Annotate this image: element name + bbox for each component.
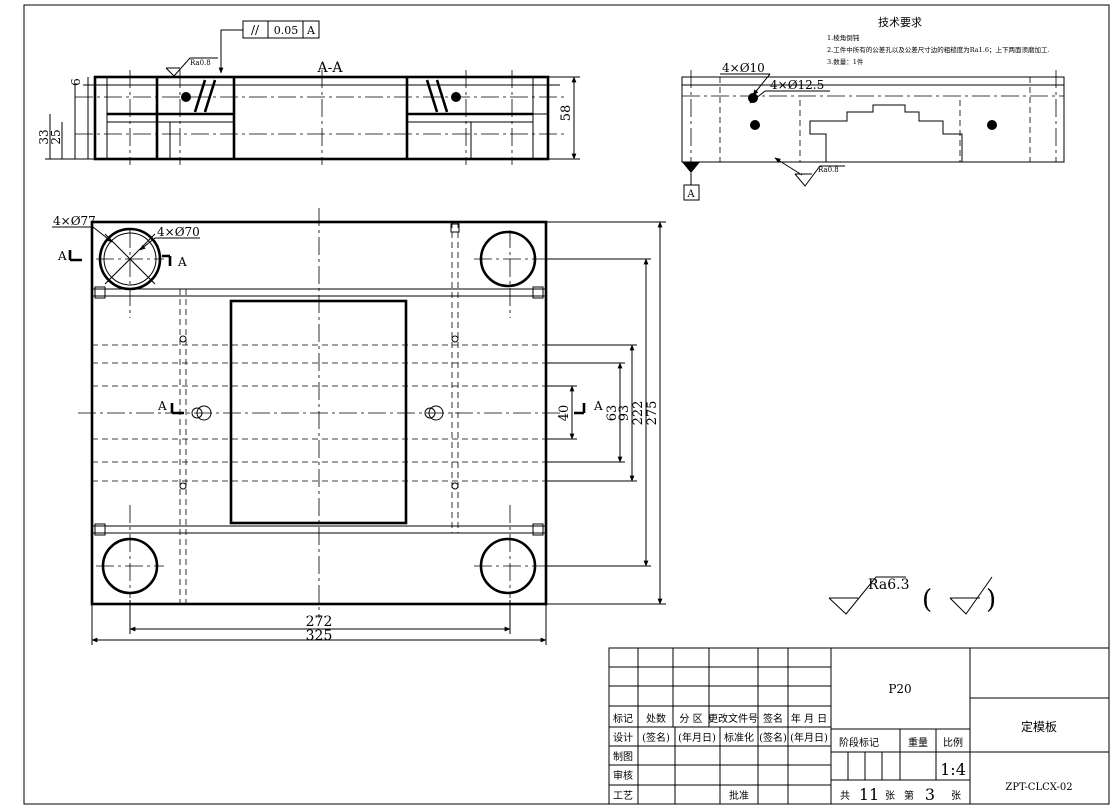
svg-text:处数: 处数 bbox=[646, 712, 666, 725]
parallelism-tolerance-frame: // 0.05 A bbox=[218, 20, 320, 74]
svg-text:(年月日): (年月日) bbox=[678, 731, 716, 744]
svg-text:阶段标记: 阶段标记 bbox=[839, 736, 879, 749]
svg-text:重量: 重量 bbox=[908, 736, 928, 749]
hole-callout-70: 4×Ø70 bbox=[157, 225, 200, 239]
svg-text:分 区: 分 区 bbox=[679, 713, 702, 725]
section-cut-marks: A A A A bbox=[57, 249, 603, 415]
scale-value: 1:4 bbox=[940, 760, 966, 779]
tech-req-item: 2.工件中所有的公差孔以及公差尺寸边的粗糙度为Ra1.6；上下两面须磨加工. bbox=[827, 45, 1050, 54]
svg-text:标准化: 标准化 bbox=[724, 731, 754, 744]
svg-text:A: A bbox=[593, 399, 603, 413]
hole-callout-77: 4×Ø77 bbox=[53, 214, 96, 228]
datum-a-marker: A bbox=[682, 162, 700, 201]
svg-text:40: 40 bbox=[557, 405, 572, 422]
svg-text:审核: 审核 bbox=[613, 769, 633, 782]
svg-text:批准: 批准 bbox=[729, 789, 749, 802]
svg-text:25: 25 bbox=[49, 129, 63, 144]
svg-text:): ) bbox=[986, 585, 996, 615]
svg-text:标记: 标记 bbox=[613, 713, 633, 725]
svg-text:0.05: 0.05 bbox=[274, 24, 299, 37]
tech-req-item: 1.棱角倒钝 bbox=[827, 33, 860, 42]
svg-text:工艺: 工艺 bbox=[613, 790, 633, 802]
guide-bush-hole bbox=[479, 230, 537, 288]
svg-text:共: 共 bbox=[840, 790, 850, 802]
section-height-dimension: 58 bbox=[548, 76, 580, 160]
hole-callout-12-5: 4×Ø12.5 bbox=[770, 78, 824, 92]
svg-text:A: A bbox=[306, 24, 316, 37]
guide-bush-hole bbox=[479, 537, 537, 595]
svg-text:Ra0.8: Ra0.8 bbox=[190, 59, 211, 67]
svg-text:更改文件号: 更改文件号 bbox=[708, 712, 758, 725]
svg-text:58: 58 bbox=[559, 105, 574, 122]
section-title: A-A bbox=[317, 60, 344, 76]
svg-text:签名: 签名 bbox=[763, 712, 783, 725]
technical-requirements: 技术要求 1.棱角倒钝 2.工件中所有的公差孔以及公差尺寸边的粗糙度为Ra1.6… bbox=[827, 16, 1050, 66]
svg-text:3: 3 bbox=[925, 785, 935, 804]
drawing-number: ZPT-CLCX-02 bbox=[1005, 782, 1072, 793]
svg-text:222: 222 bbox=[631, 401, 646, 426]
svg-text:Ra0.8: Ra0.8 bbox=[818, 166, 839, 174]
svg-text:制图: 制图 bbox=[613, 750, 633, 763]
svg-text:63: 63 bbox=[605, 405, 620, 422]
svg-text:275: 275 bbox=[645, 401, 660, 426]
svg-text:325: 325 bbox=[306, 628, 333, 644]
svg-text:年 月 日: 年 月 日 bbox=[791, 712, 827, 725]
side-view: 4×Ø10 4×Ø12.5 A Ra0.8 bbox=[681, 61, 1065, 201]
part-name: 定模板 bbox=[1021, 719, 1057, 734]
section-view-a-a: A-A // 0.05 A Ra0.8 6 33 25 bbox=[37, 20, 580, 165]
material: P20 bbox=[888, 682, 911, 696]
drawing-border bbox=[23, 4, 1110, 805]
svg-text:比例: 比例 bbox=[943, 736, 963, 749]
svg-text:272: 272 bbox=[306, 614, 333, 630]
roughness-symbol-side: Ra0.8 bbox=[774, 157, 845, 187]
title-block: 标记 处数 分 区 更改文件号 签名 年 月 日 设计 (签名) (年月日) 标… bbox=[608, 647, 1110, 805]
svg-text:(签名): (签名) bbox=[642, 731, 670, 744]
svg-text:Ra6.3: Ra6.3 bbox=[868, 577, 909, 593]
hole-callout-10: 4×Ø10 bbox=[722, 61, 765, 75]
tech-req-title: 技术要求 bbox=[878, 16, 922, 29]
svg-text:A: A bbox=[686, 189, 695, 200]
section-left-dimensions: 6 33 25 bbox=[37, 77, 95, 160]
svg-text:93: 93 bbox=[617, 405, 632, 422]
svg-text:(签名): (签名) bbox=[759, 731, 787, 744]
plan-view: 4×Ø77 4×Ø70 A A A A 40 63 bbox=[52, 208, 666, 645]
svg-text:(: ( bbox=[922, 585, 932, 615]
guide-bush-hole bbox=[98, 227, 162, 291]
svg-text:第: 第 bbox=[904, 789, 914, 802]
plan-horizontal-dimensions: 272 325 bbox=[91, 600, 547, 645]
svg-text:设计: 设计 bbox=[613, 731, 633, 744]
svg-text:A: A bbox=[57, 249, 67, 263]
svg-text:6: 6 bbox=[69, 78, 83, 86]
plan-vertical-dimensions: 40 63 93 222 275 bbox=[546, 221, 666, 605]
general-roughness-note: Ra6.3 ( ) bbox=[828, 576, 996, 615]
svg-text:33: 33 bbox=[37, 129, 51, 144]
svg-text:张: 张 bbox=[951, 790, 961, 802]
svg-text:张: 张 bbox=[885, 790, 895, 802]
guide-bush-hole bbox=[101, 537, 159, 595]
svg-text:11: 11 bbox=[859, 785, 879, 804]
tech-req-item: 3.数量：1件 bbox=[827, 57, 864, 66]
svg-text:A: A bbox=[157, 399, 167, 413]
svg-text:(年月日): (年月日) bbox=[790, 731, 828, 744]
roughness-symbol-small: Ra0.8 bbox=[165, 57, 218, 77]
svg-text:A: A bbox=[177, 255, 187, 269]
svg-text://: // bbox=[251, 23, 260, 37]
